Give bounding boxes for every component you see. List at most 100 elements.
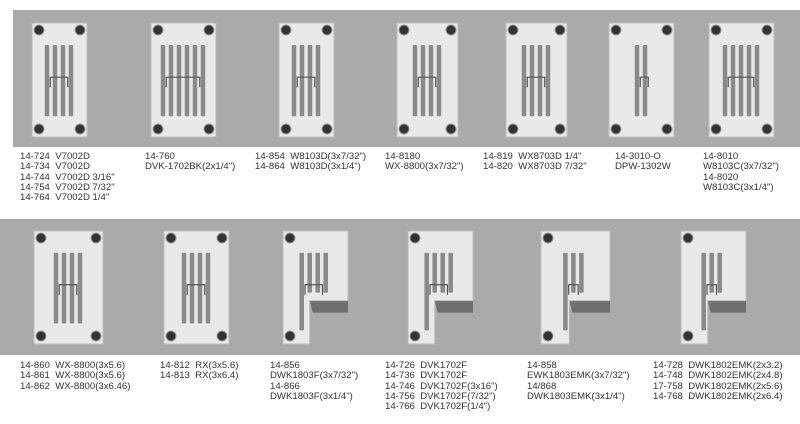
- product-code-line: 14-764 V7002D 1/4": [20, 192, 110, 204]
- feed-slot: [563, 252, 568, 331]
- feed-slot: [701, 252, 706, 331]
- screw-hole: [761, 24, 773, 36]
- product-label: 14-819 WX8703D 1/4"14-820 WX8703D 7/32": [483, 151, 587, 173]
- feed-slot: [307, 252, 312, 293]
- feed-slot: [291, 45, 297, 117]
- screw-hole: [610, 24, 622, 36]
- feed-slot: [61, 252, 67, 324]
- product-code-line: 14-856: [270, 360, 300, 371]
- screw-hole: [33, 24, 45, 36]
- feed-slot: [432, 252, 437, 293]
- needle-plate-image: [708, 22, 775, 138]
- product-code-line: DWK1803EMK(3x1/4"): [527, 390, 625, 402]
- screw-hole: [74, 123, 86, 135]
- product-code-line: EWK1803EMK(3x7/32"): [527, 370, 630, 382]
- feed-slot: [754, 45, 760, 117]
- feed-slot: [746, 45, 752, 117]
- needle-plate-image: [282, 230, 349, 345]
- screw-hole: [554, 123, 566, 135]
- screw-hole: [761, 123, 773, 135]
- product-code-line: 14-766 DVK1702F(1/4"): [385, 401, 491, 413]
- screw-hole: [321, 123, 333, 135]
- screw-hole: [445, 123, 457, 135]
- product-code-line: 14-754 V7002D 7/32": [20, 181, 115, 193]
- screw-hole: [165, 330, 177, 342]
- needle-plate-image: [33, 230, 104, 345]
- feed-slot: [436, 45, 442, 117]
- screw-hole: [90, 232, 102, 244]
- product-code-line: 14-734 V7002D: [20, 161, 90, 173]
- product-code-line: 14-862 WX-8800(3x6.46): [20, 380, 131, 392]
- feed-slot: [181, 252, 187, 324]
- screw-hole: [74, 24, 86, 36]
- needle-plate-image: [163, 230, 230, 345]
- feed-slot: [537, 45, 543, 117]
- screw-hole: [409, 330, 421, 342]
- screw-hole: [398, 123, 410, 135]
- product-label: 14-812 RX(3x5.6)14-813 RX(3x6.4): [160, 360, 239, 382]
- screw-hole: [554, 24, 566, 36]
- feed-slot: [448, 252, 453, 293]
- feed-slot: [412, 45, 418, 117]
- screw-hole: [710, 24, 722, 36]
- screw-hole: [661, 123, 673, 135]
- screw-hole: [216, 330, 228, 342]
- screw-hole: [445, 24, 457, 36]
- needle-plate-image: [540, 230, 611, 345]
- screw-hole: [33, 123, 45, 135]
- feed-slot: [189, 252, 195, 324]
- product-code-line: DPW-1302W: [615, 161, 671, 173]
- product-code-line: 14-756 DVK1702F(7/32"): [385, 390, 496, 402]
- product-code-line: 14-3010-O: [615, 151, 661, 162]
- feed-slot: [77, 252, 83, 324]
- feed-slot: [176, 45, 182, 117]
- feed-slot: [709, 252, 714, 293]
- feed-slot: [545, 45, 551, 117]
- needle-plate-image: [505, 22, 568, 138]
- product-code-line: 14-746 DVK1702F(3x16"): [385, 380, 498, 392]
- product-label: 14-728 DWK1802EMK(2x3.2)14-748 DWK1802EM…: [653, 360, 783, 402]
- screw-hole: [90, 330, 102, 342]
- product-code-line: 14-860 WX-8800(3x5.6): [20, 360, 126, 371]
- needle-plate-image: [278, 22, 335, 138]
- screw-hole: [152, 24, 164, 36]
- product-code-line: 14-812 RX(3x5.6): [160, 360, 239, 371]
- product-code-line: DWK1803F(3x1/4"): [270, 390, 353, 402]
- feed-slot: [571, 252, 576, 293]
- screw-hole: [35, 330, 47, 342]
- product-code-line: 14-813 RX(3x6.4): [160, 370, 239, 382]
- feed-slot: [205, 252, 211, 324]
- screw-hole: [284, 330, 296, 342]
- feed-slot: [307, 45, 313, 117]
- feed-slot: [299, 252, 304, 331]
- feed-slot: [192, 45, 198, 117]
- screw-hole: [280, 24, 292, 36]
- product-code-line: 14-858: [527, 360, 557, 371]
- feed-slot: [53, 252, 59, 324]
- product-code-line: 14-8010: [703, 151, 739, 162]
- feed-slot: [722, 45, 728, 117]
- screw-hole: [409, 232, 421, 244]
- product-code-line: 14-866: [270, 380, 300, 392]
- feed-slot: [200, 45, 206, 117]
- product-code-line: 14-724 V7002D: [20, 151, 90, 162]
- needle-plate-image: [150, 22, 217, 138]
- feed-slot: [717, 252, 722, 293]
- product-label: 14-854 W8103D(3x7/32")14-864 W8103D(3x1/…: [255, 151, 366, 173]
- product-photo-band-bottom: [0, 219, 800, 355]
- product-code-line: 14/868: [527, 380, 557, 392]
- feed-slot: [60, 45, 66, 117]
- screw-hole: [203, 123, 215, 135]
- screw-hole: [165, 232, 177, 244]
- product-code-line: 14-748 DWK1802EMK(2x4.8): [653, 370, 783, 382]
- feed-slot: [68, 45, 74, 117]
- product-code-line: 17-758 DWK1802EMK(2x5.6): [653, 380, 783, 392]
- product-code-line: 14-744 V7002D 3/16": [20, 171, 115, 183]
- product-code-line: 14-861 WX-8800(3x5.6): [20, 370, 126, 382]
- product-code-line: 14-736 DVK1702F: [385, 370, 468, 382]
- feed-slot: [197, 252, 203, 324]
- screw-hole: [682, 330, 694, 342]
